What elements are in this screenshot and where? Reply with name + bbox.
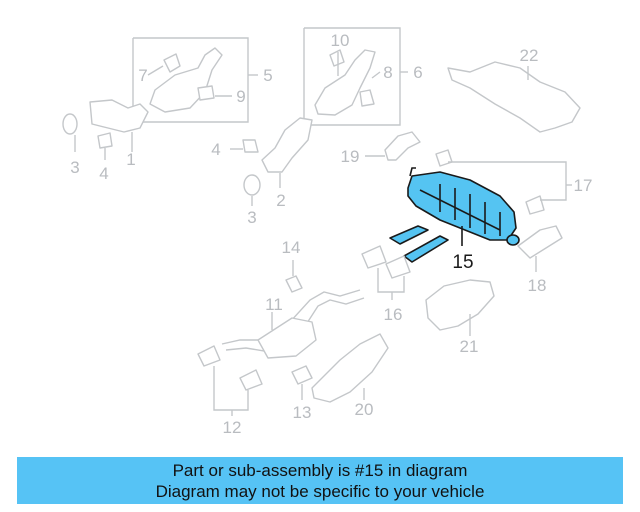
callout-7: 7 [138, 66, 147, 85]
callout-15: 15 [452, 252, 473, 273]
callout-14: 14 [282, 238, 301, 257]
callout-1: 1 [126, 150, 135, 169]
assembly-box-5 [132, 37, 258, 123]
heat-shield-21 [425, 279, 495, 336]
callout-17: 17 [574, 176, 593, 195]
callout-20: 20 [355, 400, 374, 419]
callout-4-left: 4 [99, 164, 108, 183]
center-pipe-assembly-11 [197, 245, 411, 416]
callout-21: 21 [460, 337, 479, 356]
callout-2: 2 [276, 191, 285, 210]
callout-6: 6 [413, 63, 422, 82]
banner-line-part-number: Part or sub-assembly is #15 in diagram [172, 460, 468, 480]
heat-shield-20 [311, 333, 389, 403]
callout-10: 10 [331, 31, 350, 50]
callout-16: 16 [384, 305, 403, 324]
assembly-box-6 [303, 27, 408, 126]
catalytic-converter-1 [62, 99, 149, 160]
info-banner: Part or sub-assembly is #15 in diagram D… [17, 457, 623, 504]
tailpipe-18 [517, 225, 563, 272]
heat-shield-22 [447, 61, 581, 133]
callout-4-center: 4 [211, 140, 220, 159]
callout-12: 12 [223, 418, 242, 437]
callout-5: 5 [263, 66, 272, 85]
callout-18: 18 [528, 276, 547, 295]
rear-muffler-15 [389, 167, 520, 263]
exhaust-parts-diagram: 1 2 3 3 4 4 5 6 7 8 9 10 11 12 13 14 15 … [62, 27, 593, 437]
banner-line-disclaimer: Diagram may not be specific to your vehi… [155, 481, 485, 501]
callout-19: 19 [341, 147, 360, 166]
callout-3-center: 3 [247, 208, 256, 227]
callout-11: 11 [265, 295, 283, 314]
catalytic-converter-2 [230, 117, 313, 206]
callout-9: 9 [236, 87, 245, 106]
callout-22: 22 [520, 46, 539, 65]
callout-13: 13 [293, 403, 312, 422]
hanger-brackets [365, 131, 572, 215]
callout-8: 8 [383, 63, 392, 82]
callout-3-left: 3 [70, 158, 79, 177]
